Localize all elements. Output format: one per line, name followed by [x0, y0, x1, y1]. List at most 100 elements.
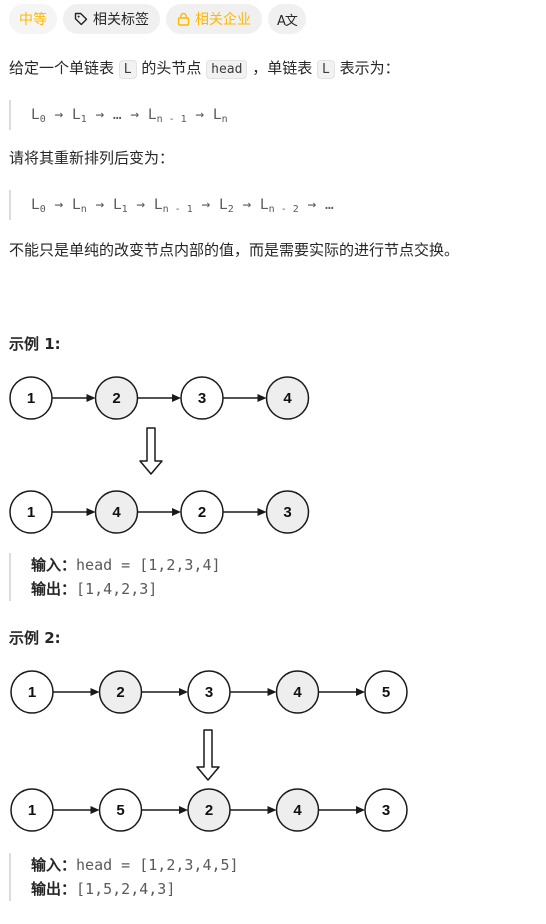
link-arrow-head: [86, 508, 96, 516]
before-node: 5: [364, 670, 408, 714]
node-value: 3: [382, 802, 390, 819]
link-arrow-head: [257, 508, 267, 516]
desc-text: 的头节点: [136, 59, 207, 77]
example-1-diagram: 1 2 3 4 1 4 2 3: [9, 376, 310, 534]
list-node-term: L1: [112, 197, 128, 215]
before-node: 3: [187, 670, 231, 714]
node-value: 1: [27, 390, 35, 407]
node-value: 1: [28, 684, 36, 701]
node-value: 4: [283, 390, 292, 407]
node-circle: [10, 670, 54, 714]
before-node: 4: [265, 376, 310, 420]
node-circle: [364, 670, 408, 714]
list-node-term: L1: [71, 107, 87, 125]
after-node: 2: [187, 788, 231, 832]
node-circle: [265, 376, 310, 420]
arrow-separator: →: [233, 197, 260, 213]
node-value: 2: [116, 684, 124, 701]
input-value: head = [1,2,3,4]: [76, 556, 221, 574]
after-node: 4: [275, 788, 320, 832]
example-1-io: 输入：head = [1,2,3,4] 输出：[1,4,2,3]: [9, 553, 531, 601]
arrow-separator: →: [127, 197, 154, 213]
difficulty-label: 中等: [19, 12, 47, 28]
list-node-term: L0: [31, 197, 46, 215]
link-arrow-head: [267, 806, 277, 814]
link-arrow-head: [257, 394, 267, 402]
node-value: 5: [382, 684, 390, 701]
node-circle: [265, 490, 310, 534]
related-tags-button[interactable]: 相关标签: [63, 4, 160, 34]
example-1-input-line: 输入：head = [1,2,3,4]: [31, 553, 531, 577]
node-circle: [98, 788, 143, 832]
node-value: 4: [293, 684, 302, 701]
related-tags-label: 相关标签: [93, 12, 149, 28]
node-value: 3: [205, 684, 213, 701]
node-value: 3: [283, 504, 291, 521]
example-2-output-line: 输出：[1,5,2,4,3]: [31, 877, 531, 901]
inline-code-L: L: [317, 60, 335, 79]
description-paragraph-2: 请将其重新排列后变为：: [9, 149, 175, 167]
translate-button[interactable]: A文: [268, 4, 306, 34]
after-node: 1: [10, 788, 54, 832]
related-companies-button[interactable]: 相关企业: [166, 4, 262, 34]
node-circle: [180, 376, 224, 420]
node-value: 2: [112, 390, 120, 407]
link-arrow-head: [356, 806, 365, 814]
node-circle: [94, 490, 139, 534]
list-node-term: Ln: [212, 107, 228, 125]
arrow-separator: →: [45, 107, 72, 123]
node-value: 1: [28, 802, 36, 819]
node-value: 5: [116, 802, 124, 819]
link-arrow-head: [179, 688, 188, 696]
example-2-input-line: 输入：head = [1,2,3,4,5]: [31, 853, 531, 877]
list-node-term: L0: [31, 107, 46, 125]
desc-text: ，单链表: [247, 59, 318, 77]
before-node: 2: [98, 670, 143, 714]
input-value: head = [1,2,3,4,5]: [76, 856, 239, 874]
reordered-form-quote: L0 → Ln → L1 → Ln - 1 → L2 → Ln - 2 → …: [9, 190, 531, 220]
input-label: 输入：: [31, 856, 77, 874]
translate-icon: A文: [277, 13, 298, 29]
node-value: 1: [27, 504, 35, 521]
before-node: 1: [9, 376, 53, 420]
link-arrow-head: [179, 806, 188, 814]
node-value: 2: [205, 802, 213, 819]
node-value: 4: [112, 504, 121, 521]
node-value: 3: [198, 390, 206, 407]
after-node: 3: [364, 788, 408, 832]
transform-arrow: [196, 729, 220, 781]
after-node: 1: [9, 490, 53, 534]
output-value: [1,4,2,3]: [76, 580, 158, 598]
link-arrow-head: [90, 688, 100, 696]
list-node-term: Ln: [71, 197, 87, 215]
list-node-term: Ln - 2: [259, 197, 299, 215]
tag-bar: 中等 相关标签 相关企业 A文: [9, 4, 306, 34]
link-arrow-head: [172, 394, 181, 402]
output-label: 输出：: [31, 580, 77, 598]
example-2-diagram: 1 2 3 4 5 1 5 2 4 3: [10, 670, 408, 832]
link-arrow-head: [86, 394, 96, 402]
after-node: 5: [98, 788, 143, 832]
output-value: [1,5,2,4,3]: [76, 880, 176, 898]
description-paragraph-3: 不能只是单纯的改变节点内部的值，而是需要实际的进行节点交换。: [9, 241, 460, 259]
inline-code-head: head: [206, 60, 248, 79]
example-1-output-line: 输出：[1,4,2,3]: [31, 577, 531, 601]
list-node-term: Ln - 1: [147, 107, 187, 125]
desc-text: 表示为：: [334, 59, 400, 77]
arrow-separator: →: [45, 197, 72, 213]
arrow-separator: → …: [298, 197, 334, 213]
arrow-separator: →: [192, 197, 219, 213]
node-circle: [10, 788, 54, 832]
before-node: 2: [94, 376, 139, 420]
node-circle: [187, 788, 231, 832]
node-value: 2: [198, 504, 206, 521]
link-arrow-head: [267, 688, 277, 696]
difficulty-badge[interactable]: 中等: [9, 4, 57, 34]
inline-code-L: L: [118, 60, 137, 79]
output-label: 输出：: [31, 880, 77, 898]
list-node-term: L2: [218, 197, 234, 215]
node-circle: [180, 490, 224, 534]
description-paragraph-1: 给定一个单链表 L 的头节点 head ，单链表 L 表示为：: [9, 57, 400, 81]
arrow-separator: →: [86, 197, 113, 213]
after-node: 2: [180, 490, 224, 534]
